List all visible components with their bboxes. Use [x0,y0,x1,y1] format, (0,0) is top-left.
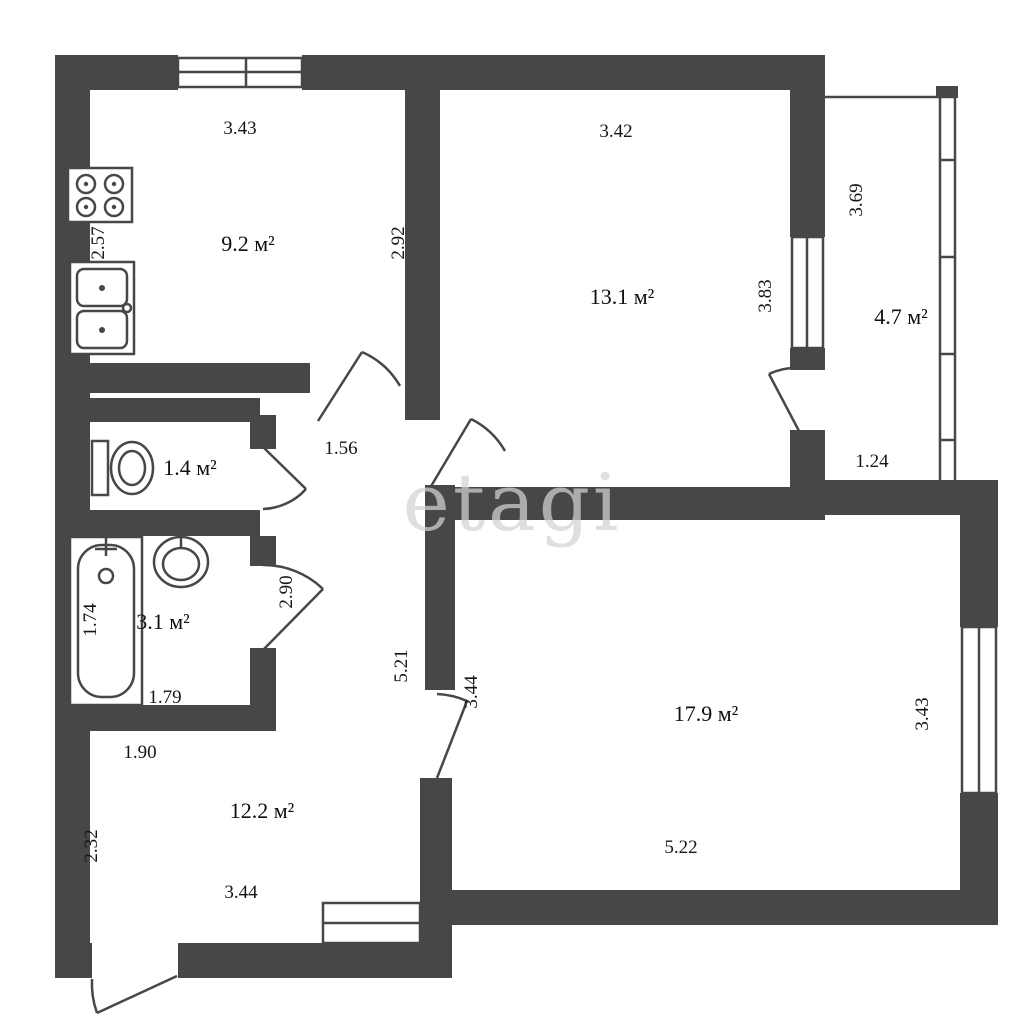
dim-bathroom-left: 1.74 [80,603,101,637]
wall-wc-right [250,415,276,449]
balcony-glazing [825,95,957,480]
dim-hallway-left: 2.32 [81,829,102,862]
dim-corridor-height: 5.21 [391,649,412,682]
dim-hallway-bottom: 3.44 [224,882,258,903]
area-labels: 9.2 м² 13.1 м² 4.7 м² 1.4 м² 3.1 м² 12.2… [136,231,928,823]
wall-topright-corner [790,55,825,237]
dimension-labels-horizontal: 3.43 3.42 1.24 1.56 1.79 1.90 3.44 5.22 [123,118,889,903]
dim-balcony-right: 3.69 [846,183,867,216]
wall-wc-bottom [90,510,260,536]
dimension-labels-vertical: 2.57 2.92 3.83 3.69 2.90 1.74 2.32 5.21 … [80,183,933,862]
dim-bathroom-bottom: 1.79 [148,687,181,708]
bedroom1-area-label: 13.1 м² [590,284,655,309]
dim-kitchen-right: 2.92 [388,226,409,259]
wall-balcony-bottom [825,480,998,515]
wall-divider-bedroom1-bedroom2 [455,487,825,520]
wall-bathroom-right-b [250,648,276,708]
balcony-area-label: 4.7 м² [874,304,928,329]
bathroom-door-arc [262,563,324,651]
windows [176,56,998,945]
dim-bedroom2-bottom: 5.22 [664,837,697,858]
dim-bathroom-right: 2.90 [276,575,297,608]
wall-hallway-bottom-left [55,943,92,978]
wc-door-arc [262,446,307,511]
dim-kitchen-top: 3.43 [223,118,256,139]
dim-hallway-top: 1.90 [123,742,156,763]
dim-bedroom2-left: 3.44 [461,675,482,709]
wall-hallway-bottom-right [178,943,423,978]
bathtub-icon [68,535,144,707]
dim-bedroom1-top: 3.42 [599,121,632,142]
dim-bedroom1-right: 3.83 [755,279,776,312]
doors [90,350,801,1015]
wall-bedroom2-right-a [960,515,998,627]
dim-kitchen-left: 2.57 [88,226,109,259]
dim-balcony-bottom: 1.24 [855,451,889,472]
wc-area-label: 1.4 м² [163,455,217,480]
wall-top-main [302,55,825,90]
bedroom1-window [790,235,825,350]
wall-kitchen-bottom [90,363,310,393]
bedroom1-door-arc [428,417,507,489]
toilet-icon [90,439,155,497]
dim-bedroom2-right: 3.43 [912,697,933,730]
wall-balcony-top-nub [936,86,958,98]
dim-corridor-width: 1.56 [324,438,357,459]
watermark: etagi [403,456,622,549]
kitchen-window [176,56,304,89]
kitchen-door-arc [316,350,402,422]
hallway-window [321,901,422,945]
double-sink-icon [68,260,136,356]
wall-bedroom2-right-b [960,793,998,892]
bedroom2-area-label: 17.9 м² [674,701,739,726]
wall-top-kitchen-left [55,55,178,90]
wall-bedroom2-bottom [420,890,998,925]
wall-wc-top [90,398,260,422]
entry-door-arc [90,974,178,1015]
wall-bathroom-right-a [250,536,276,566]
bedroom2-door-arc [435,692,469,779]
wall-corridor-right-b [420,778,452,978]
bedroom2-window [960,625,998,795]
wall-divider-kitchen-bedroom1 [405,55,440,420]
washbasin-icon [152,535,210,589]
walls [55,55,998,978]
balcony-door-arc [767,366,801,432]
wall-bedroom1-right-a [790,348,825,370]
stove-icon [66,166,134,224]
wall-corridor-right-a [425,485,455,690]
bathroom-area-label: 3.1 м² [136,609,190,634]
kitchen-area-label: 9.2 м² [221,231,275,256]
hallway-area-label: 12.2 м² [230,798,295,823]
fixtures [66,166,210,707]
wall-bathroom-bottom [90,705,276,731]
